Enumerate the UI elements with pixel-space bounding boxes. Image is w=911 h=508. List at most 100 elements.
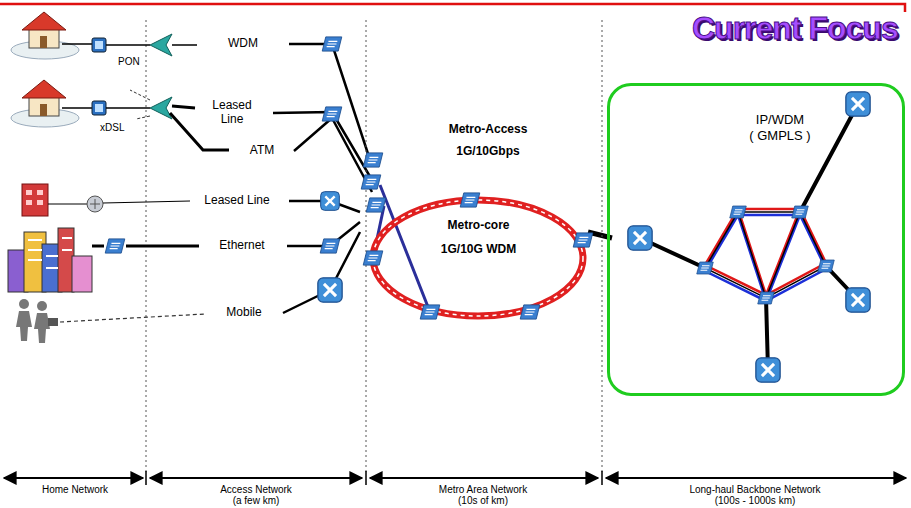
network-cloud: Leased Line — [191, 89, 273, 137]
cloud-outline — [202, 30, 284, 58]
cloud-outline — [374, 110, 590, 206]
core-router — [697, 262, 714, 274]
office-building — [103, 201, 190, 203]
scale-tick — [146, 471, 602, 485]
core-router — [792, 206, 809, 218]
cloud-label: Leased Line — [204, 194, 269, 208]
campus-buildings — [105, 239, 125, 253]
distance-scale-arrow — [606, 477, 906, 479]
access-switch — [318, 37, 342, 302]
campus-buildings — [24, 232, 46, 292]
house-pon — [11, 12, 197, 59]
cloud-outline — [196, 93, 268, 134]
campus-buildings — [92, 245, 104, 248]
campus-buildings — [126, 245, 199, 248]
scale-tick — [146, 471, 602, 485]
network-cloud: Leased Line — [185, 183, 289, 219]
campus-buildings — [58, 228, 74, 292]
house-xdsl — [11, 109, 79, 127]
cloud-label: WDM — [228, 37, 258, 51]
office-building — [90, 199, 100, 209]
network-link — [294, 118, 372, 192]
metro-switch — [460, 193, 480, 207]
core-router — [756, 358, 780, 382]
gmpls-mesh — [640, 104, 858, 370]
network-cloud: Metro-core 1G/10G WDM — [360, 185, 588, 345]
metro-switch — [520, 305, 540, 319]
house-xdsl — [106, 107, 150, 109]
network-cloud: IP/WDM( GMPLS ) — [612, 88, 900, 356]
campus-buildings — [42, 244, 62, 292]
house-xdsl — [29, 96, 59, 116]
network-cloud: Mobile — [205, 297, 283, 329]
network-cloud: Ethernet — [197, 228, 287, 264]
cloud-outline — [360, 185, 588, 345]
network-cloud: ATM — [230, 130, 294, 172]
cloud-outline — [363, 187, 585, 344]
house-pon — [40, 36, 47, 48]
gmpls-mesh — [705, 215, 826, 301]
campus-buildings — [8, 250, 28, 292]
core-router — [628, 92, 870, 382]
access-switch — [318, 278, 342, 302]
house-xdsl — [92, 101, 106, 115]
cloud-label: Metro-core 1G/10G WDM — [431, 213, 526, 261]
metro-switch — [363, 251, 383, 265]
metro-switch — [420, 305, 440, 319]
house-pon — [92, 38, 106, 52]
network-link — [283, 232, 360, 313]
core-router — [846, 288, 870, 312]
distance-scale-arrow — [370, 477, 598, 479]
cloud-outline — [234, 133, 290, 168]
mobile-users — [34, 313, 50, 343]
house-xdsl — [11, 80, 229, 150]
mobile-users — [48, 318, 58, 326]
core-router — [730, 206, 747, 218]
focus-heading: Current Focus — [692, 10, 898, 47]
cloud-label: Metro-Access 1G/10Gbps — [438, 118, 538, 162]
cloud-label: IP/WDM — [740, 112, 820, 128]
region-label: Metro Area Network (10s of km) — [433, 484, 533, 506]
house-xdsl — [170, 113, 229, 150]
house-pon — [95, 41, 103, 49]
house-pon — [11, 41, 79, 59]
cloud-outline — [210, 300, 279, 326]
network-cloud: Metro-Access 1G/10Gbps — [372, 108, 594, 208]
network-cloud: WDM — [197, 27, 289, 61]
house-xdsl — [40, 104, 47, 116]
house-xdsl — [22, 80, 66, 98]
house-pon — [106, 44, 150, 46]
office-building — [87, 196, 103, 212]
region-label: Home Network — [15, 484, 135, 495]
distance-scale-arrow — [150, 477, 362, 479]
metro-switch — [361, 175, 381, 189]
network-link — [289, 44, 372, 166]
metro-switch — [361, 153, 593, 319]
campus-buildings — [28, 238, 72, 268]
office-building — [22, 184, 48, 216]
distance-scale-arrow — [4, 477, 143, 479]
office-building — [22, 184, 190, 216]
campus-buildings — [8, 228, 199, 292]
metro-core-ring — [373, 200, 583, 316]
mobile-users — [37, 301, 47, 311]
gmpls-mesh — [705, 215, 826, 301]
gmpls-mesh — [640, 104, 858, 370]
region-label: Long-haul Backbone Network (100s - 1000s… — [683, 484, 828, 506]
region-divider — [366, 20, 367, 472]
house-xdsl — [62, 107, 92, 109]
cloud-label: Mobile — [226, 306, 261, 320]
house-xdsl — [95, 104, 103, 112]
cloud-outline — [202, 231, 282, 261]
house-pon — [150, 34, 172, 56]
network-link — [273, 112, 372, 180]
region-label: Access Network (a few km) — [216, 484, 296, 506]
access-switch — [320, 239, 340, 253]
gmpls-mesh — [640, 104, 858, 370]
house-pon — [62, 43, 92, 45]
gmpls-mesh — [705, 212, 826, 298]
focus-region: Current FocusIP/WDM( GMPLS ) — [607, 83, 905, 396]
region-divider — [146, 20, 147, 472]
metro-core-ring — [373, 185, 583, 316]
